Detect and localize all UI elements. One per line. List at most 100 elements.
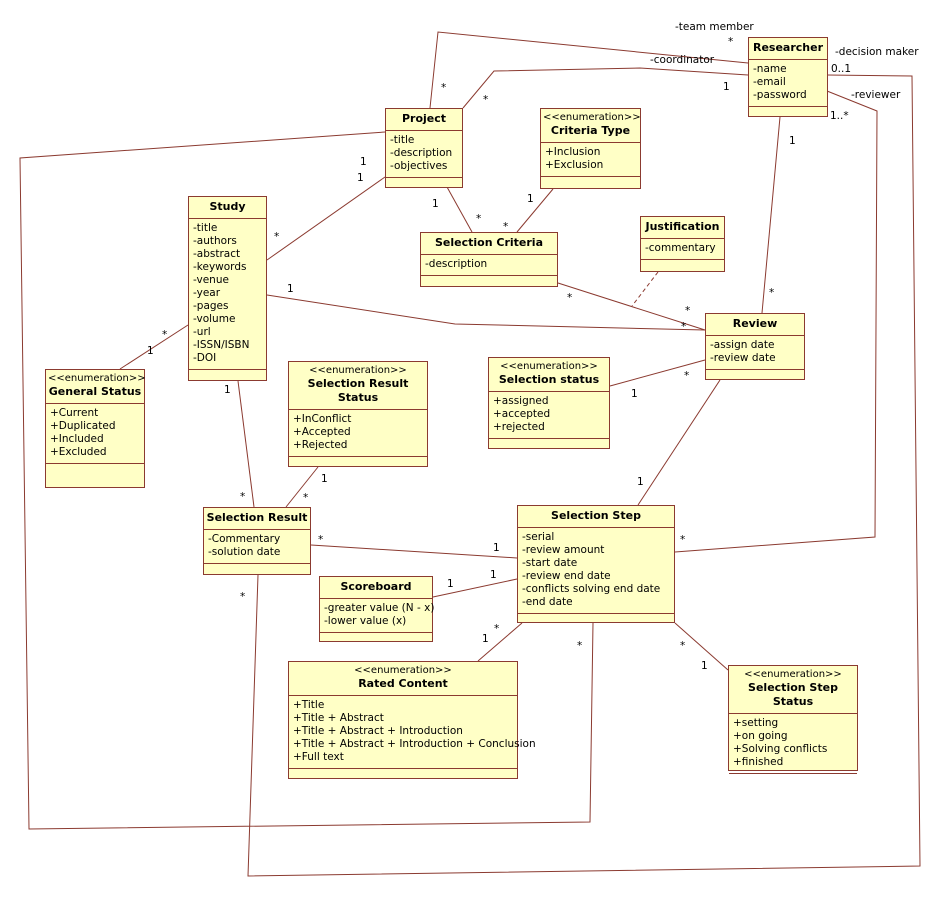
- multiplicity: 1: [147, 345, 154, 357]
- attribute: -year: [193, 287, 221, 299]
- class-name: Project: [401, 112, 447, 125]
- literal: +Solving conflicts: [733, 743, 828, 755]
- multiplicity: 1: [493, 542, 500, 554]
- assoc-status-review: [609, 359, 706, 387]
- assoc-study-review: [266, 294, 706, 331]
- class-name: Selection Criteria: [435, 236, 543, 249]
- enum-general-status[interactable]: <<enumeration>> General Status +Current …: [45, 369, 146, 488]
- literal: +Inclusion: [545, 146, 601, 158]
- multiplicity: 0..1: [831, 63, 852, 75]
- assoc-score-step: [432, 578, 518, 598]
- multiplicity: 1: [527, 193, 534, 205]
- stereotype: <<enumeration>>: [309, 365, 407, 376]
- class-name: Selection Step Status: [748, 681, 838, 708]
- literal: +Accepted: [293, 426, 351, 438]
- attribute: -end date: [522, 596, 573, 608]
- class-justification[interactable]: Justification -commentary: [640, 216, 725, 272]
- class-review[interactable]: Review -assign date -review date: [705, 313, 805, 380]
- assoc-decision-maker: [247, 74, 921, 877]
- multiplicity: *: [685, 305, 691, 317]
- literal: +Included: [50, 433, 104, 445]
- assoc-coordinator: [462, 67, 749, 109]
- class-selection-result[interactable]: Selection Result -Commentary -solution d…: [203, 507, 311, 575]
- assoc-project-step: [19, 131, 594, 830]
- assoc-stepstatus-step: [674, 622, 729, 671]
- multiplicity: 1: [224, 384, 231, 396]
- multiplicity: 1: [321, 473, 328, 485]
- multiplicity: *: [162, 329, 168, 341]
- assoc-study-result: [237, 380, 255, 508]
- multiplicity: 1: [432, 198, 439, 210]
- attribute: -name: [753, 63, 787, 75]
- class-name: Rated Content: [358, 677, 448, 690]
- role-decision-maker: -decision maker: [835, 46, 919, 58]
- assoc-criteria-review: [557, 282, 706, 331]
- assoc-project-criteria: [446, 186, 473, 233]
- enum-criteria-type[interactable]: <<enumeration>> Criteria Type +Inclusion…: [540, 108, 641, 189]
- literal: +Duplicated: [50, 420, 116, 432]
- multiplicity: *: [577, 640, 583, 652]
- stereotype: <<enumeration>>: [543, 112, 641, 123]
- assoc-researcher-review: [761, 116, 781, 314]
- attribute: -conflicts solving end date: [522, 583, 661, 595]
- attribute: -Commentary: [208, 533, 281, 545]
- multiplicity: 1: [637, 476, 644, 488]
- assoc-rated-step: [477, 622, 523, 662]
- multiplicity: *: [303, 492, 309, 504]
- attribute: -assign date: [710, 339, 775, 351]
- class-name: Researcher: [752, 41, 824, 54]
- multiplicity: *: [681, 321, 687, 333]
- multiplicity: *: [728, 36, 734, 48]
- class-selection-step[interactable]: Selection Step -serial -review amount -s…: [517, 505, 675, 623]
- assoc-criteria-type: [516, 188, 554, 233]
- attribute: -DOI: [193, 352, 217, 364]
- attribute: -greater value (N - x): [324, 602, 435, 614]
- class-name: General Status: [48, 385, 142, 398]
- multiplicity: *: [476, 213, 482, 225]
- enum-selection-step-status[interactable]: <<enumeration>> Selection Step Status +s…: [728, 665, 858, 774]
- literal: +on going: [733, 730, 788, 742]
- assoc-srs-result: [285, 466, 319, 508]
- class-project[interactable]: Project -title -description -objectives: [385, 108, 463, 188]
- enum-selection-status[interactable]: <<enumeration>> Selection status +assign…: [488, 357, 610, 449]
- class-scoreboard[interactable]: Scoreboard -greater value (N - x) -lower…: [319, 576, 435, 642]
- multiplicity: *: [240, 591, 246, 603]
- literal: +Rejected: [293, 439, 348, 451]
- role-reviewer: -reviewer: [851, 89, 901, 101]
- assoc-team-member: [429, 31, 749, 109]
- class-name: Criteria Type: [550, 124, 631, 137]
- literal: +Excluded: [50, 446, 107, 458]
- class-study[interactable]: Study -title -authors -abstract -keyword…: [188, 196, 267, 381]
- class-name: Justification: [645, 220, 720, 233]
- multiplicity: 1: [287, 283, 294, 295]
- enum-selection-result-status[interactable]: <<enumeration>> Selection Result Status …: [288, 361, 428, 467]
- literal: +Full text: [293, 751, 344, 763]
- literal: +Title: [293, 699, 325, 711]
- class-selection-criteria[interactable]: Selection Criteria -description: [420, 232, 558, 287]
- enum-rated-content[interactable]: <<enumeration>> Rated Content +Title +Ti…: [288, 661, 536, 779]
- attribute: -commentary: [645, 242, 716, 254]
- class-name: Selection Step: [551, 509, 641, 522]
- assoc-result-step: [310, 544, 518, 559]
- multiplicity: *: [494, 623, 500, 635]
- assoc-reviewer: [674, 90, 878, 553]
- multiplicity: 1: [360, 156, 367, 168]
- literal: +Current: [50, 407, 99, 419]
- multiplicity: *: [441, 82, 447, 94]
- literal: +finished: [733, 756, 784, 768]
- multiplicity: *: [680, 640, 686, 652]
- stereotype: <<enumeration>>: [500, 361, 598, 372]
- attribute: -title: [193, 222, 218, 234]
- attribute: -description: [390, 147, 453, 159]
- assoc-project-study: [266, 176, 386, 261]
- attribute: -start date: [522, 557, 578, 569]
- stereotype: <<enumeration>>: [744, 669, 842, 680]
- literal: +assigned: [493, 395, 549, 407]
- class-researcher[interactable]: Researcher -name -email -password: [748, 37, 828, 117]
- attribute: -title: [390, 134, 415, 146]
- attribute: -authors: [193, 235, 237, 247]
- multiplicity: *: [680, 534, 686, 546]
- attribute: -pages: [193, 300, 229, 312]
- multiplicity: *: [274, 231, 280, 243]
